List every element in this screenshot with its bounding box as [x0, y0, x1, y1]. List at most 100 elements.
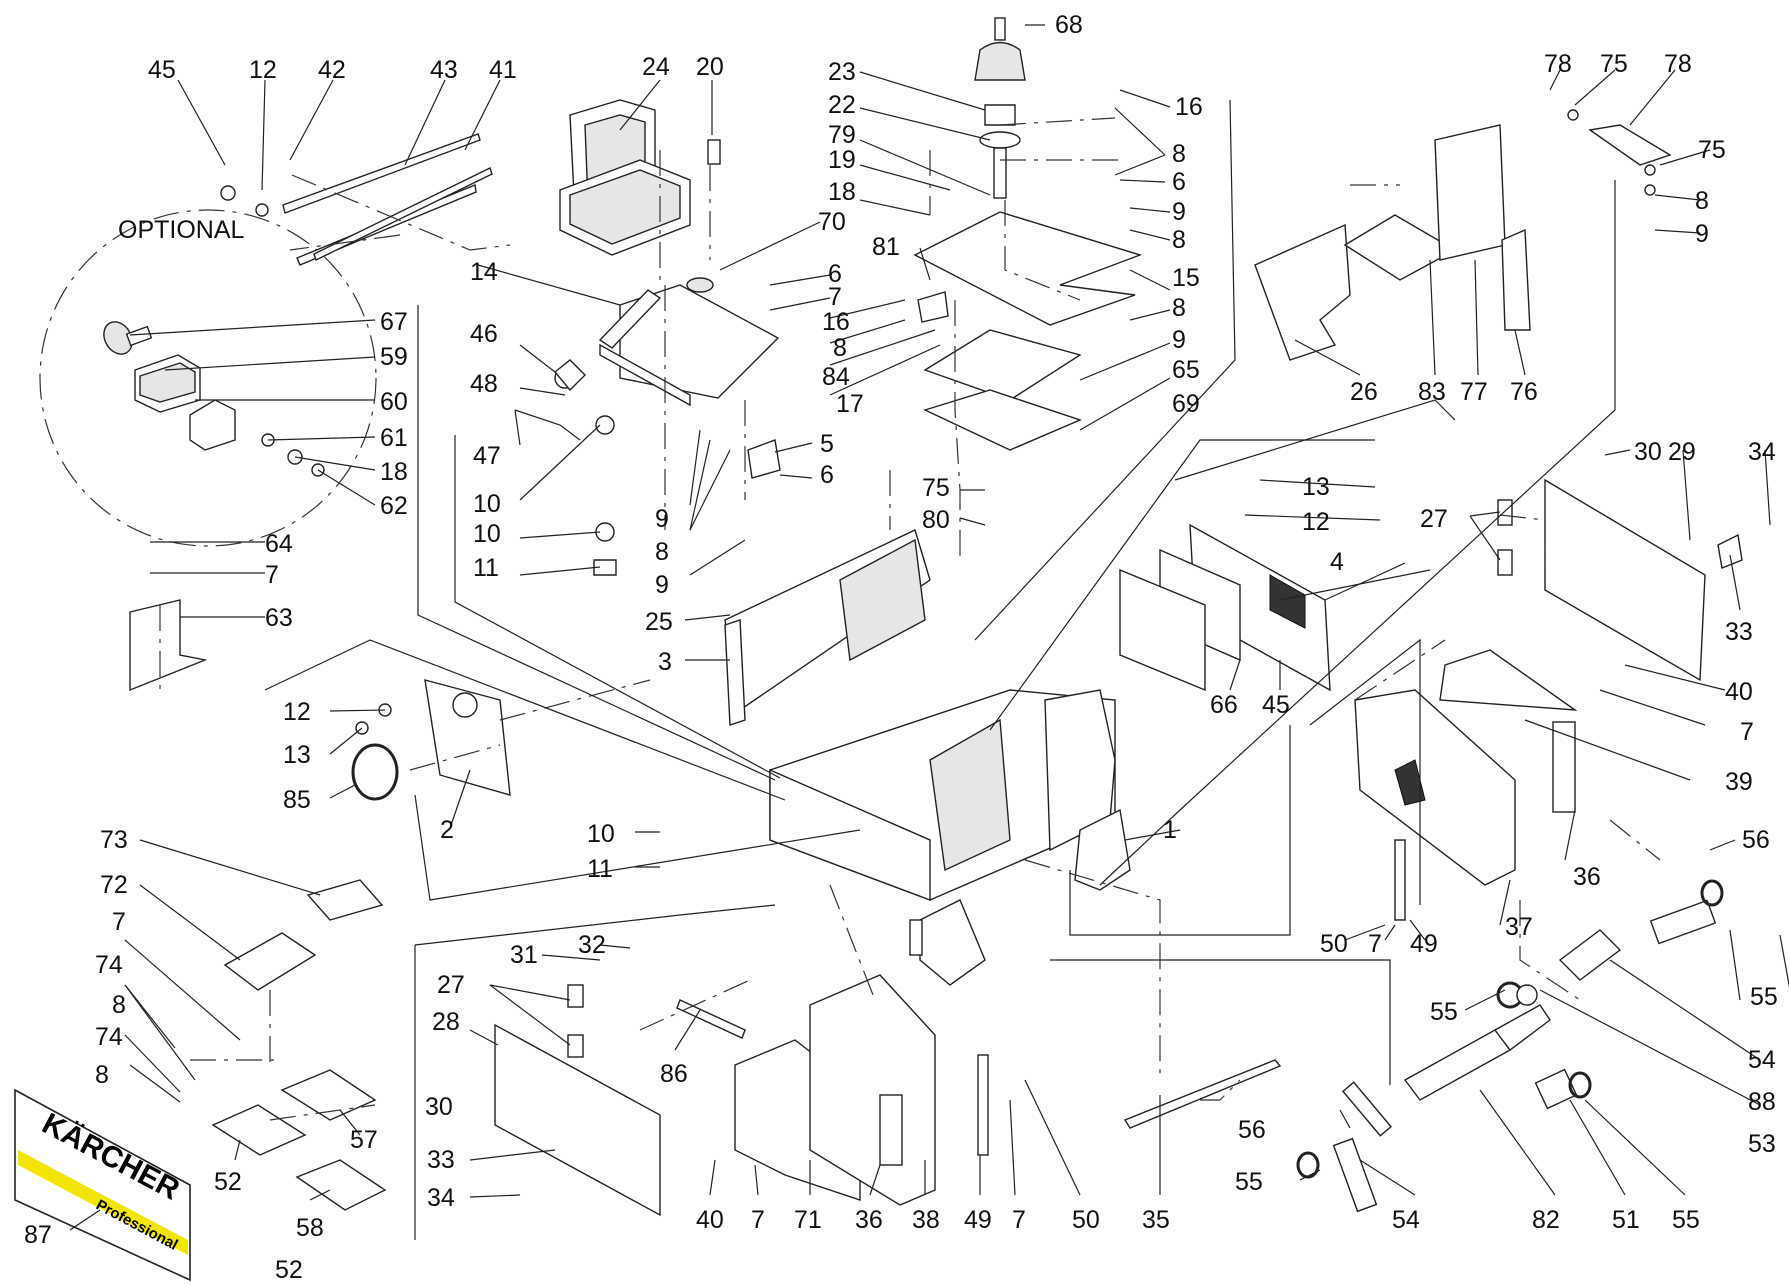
- callout: 9: [1695, 220, 1709, 248]
- callout: 9: [655, 505, 669, 533]
- callout: 8: [833, 334, 847, 362]
- callout: 83: [1418, 378, 1446, 406]
- callout: 56: [1238, 1116, 1266, 1144]
- callout: 8: [1172, 140, 1186, 168]
- callout: 38: [912, 1206, 940, 1234]
- callout: 11: [587, 855, 613, 883]
- panel-76: [1501, 228, 1531, 331]
- callout: 75: [1600, 50, 1628, 78]
- hinge-81: [917, 291, 949, 323]
- callout: 74: [95, 1023, 123, 1051]
- callout: 75: [922, 474, 950, 502]
- callout: 49: [964, 1206, 992, 1234]
- callout: 45: [1262, 691, 1290, 719]
- callout: 33: [1725, 618, 1753, 646]
- callout: 66: [1210, 691, 1238, 719]
- callout: 71: [794, 1206, 822, 1234]
- callout: 27: [437, 971, 465, 999]
- callout: 10: [587, 820, 615, 848]
- callout: 11: [473, 554, 499, 582]
- callout: 78: [1664, 50, 1692, 78]
- block-36-right: [1552, 721, 1576, 813]
- hinge-5: [747, 439, 781, 479]
- callout: 9: [1172, 198, 1186, 226]
- callout: 39: [1725, 768, 1753, 796]
- callout: 67: [380, 308, 408, 336]
- main-frame: [769, 689, 1131, 986]
- pad-69: [923, 389, 1082, 451]
- door-29: [1544, 478, 1706, 682]
- callout: 25: [645, 608, 673, 636]
- callout: 5: [820, 430, 834, 458]
- callout-labels: 68 23 22 79 19 18 16 8 6 9 8 15 8 9 65 6…: [24, 11, 1778, 1284]
- callout: 14: [470, 258, 498, 286]
- callout: 58: [296, 1214, 324, 1242]
- callout: 35: [1142, 1206, 1170, 1234]
- door-28: [494, 1023, 661, 1217]
- callout: 43: [430, 56, 458, 84]
- bracket-37: [1354, 689, 1516, 886]
- leader-lines: [69, 24, 1789, 1231]
- callout: 36: [1573, 863, 1601, 891]
- callout: 46: [470, 320, 498, 348]
- callout: 59: [380, 343, 408, 371]
- callout: 6: [820, 461, 834, 489]
- callout: 7: [1368, 930, 1382, 958]
- callout: 32: [578, 931, 606, 959]
- callout: 7: [1012, 1206, 1026, 1234]
- callout: 8: [1172, 294, 1186, 322]
- callout: 79: [828, 121, 856, 149]
- plate-52: [211, 1104, 307, 1156]
- callout: 84: [822, 363, 850, 391]
- callout: 52: [275, 1256, 303, 1284]
- callout: 64: [265, 530, 293, 558]
- callout: 76: [1510, 378, 1538, 406]
- callout: 45: [148, 56, 176, 84]
- callout: 3: [658, 648, 672, 676]
- panel-38: [809, 974, 936, 1206]
- callout: 63: [265, 604, 293, 632]
- callout: 88: [1748, 1088, 1776, 1116]
- callout: 80: [922, 506, 950, 534]
- callout: 54: [1748, 1046, 1776, 1074]
- callout: 41: [489, 56, 517, 84]
- bracket-63: [129, 599, 208, 692]
- callout: 55: [1672, 1206, 1700, 1234]
- panel-77: [1434, 124, 1506, 261]
- strip-49-right: [1394, 839, 1406, 921]
- callout: 73: [100, 826, 128, 854]
- callout: 12: [283, 698, 311, 726]
- optional-label: OPTIONAL: [118, 216, 245, 244]
- callout: 22: [828, 91, 856, 119]
- seat-plate: [514, 277, 780, 576]
- callout: 52: [214, 1168, 242, 1196]
- callout: 6: [1172, 168, 1186, 196]
- callout: 72: [100, 871, 128, 899]
- bracket-39: [1439, 649, 1578, 711]
- lock-33: [1717, 533, 1743, 569]
- callout: 55: [1235, 1168, 1263, 1196]
- karcher-label: KÄRCHER Professional: [14, 1088, 191, 1282]
- callout: 8: [1695, 187, 1709, 215]
- callout: 78: [1544, 50, 1572, 78]
- callout: 34: [1748, 438, 1776, 466]
- rails: [220, 133, 493, 266]
- callout: 87: [24, 1221, 52, 1249]
- callout: 55: [1750, 983, 1778, 1011]
- callout: 29: [1668, 438, 1696, 466]
- callout: 50: [1072, 1206, 1100, 1234]
- bracket-78: [1588, 124, 1672, 166]
- callout: 50: [1320, 930, 1348, 958]
- strip-49: [977, 1054, 989, 1156]
- callout: 75: [1698, 136, 1726, 164]
- callout: 51: [1612, 1206, 1640, 1234]
- callout: 27: [1420, 505, 1448, 533]
- platform-15: [913, 211, 1143, 326]
- callout: 4: [1330, 548, 1344, 576]
- hose-86: [676, 999, 746, 1039]
- callout: 49: [1410, 930, 1438, 958]
- strip-35: [1123, 1059, 1282, 1129]
- seat: [559, 99, 721, 256]
- callout: 74: [95, 951, 123, 979]
